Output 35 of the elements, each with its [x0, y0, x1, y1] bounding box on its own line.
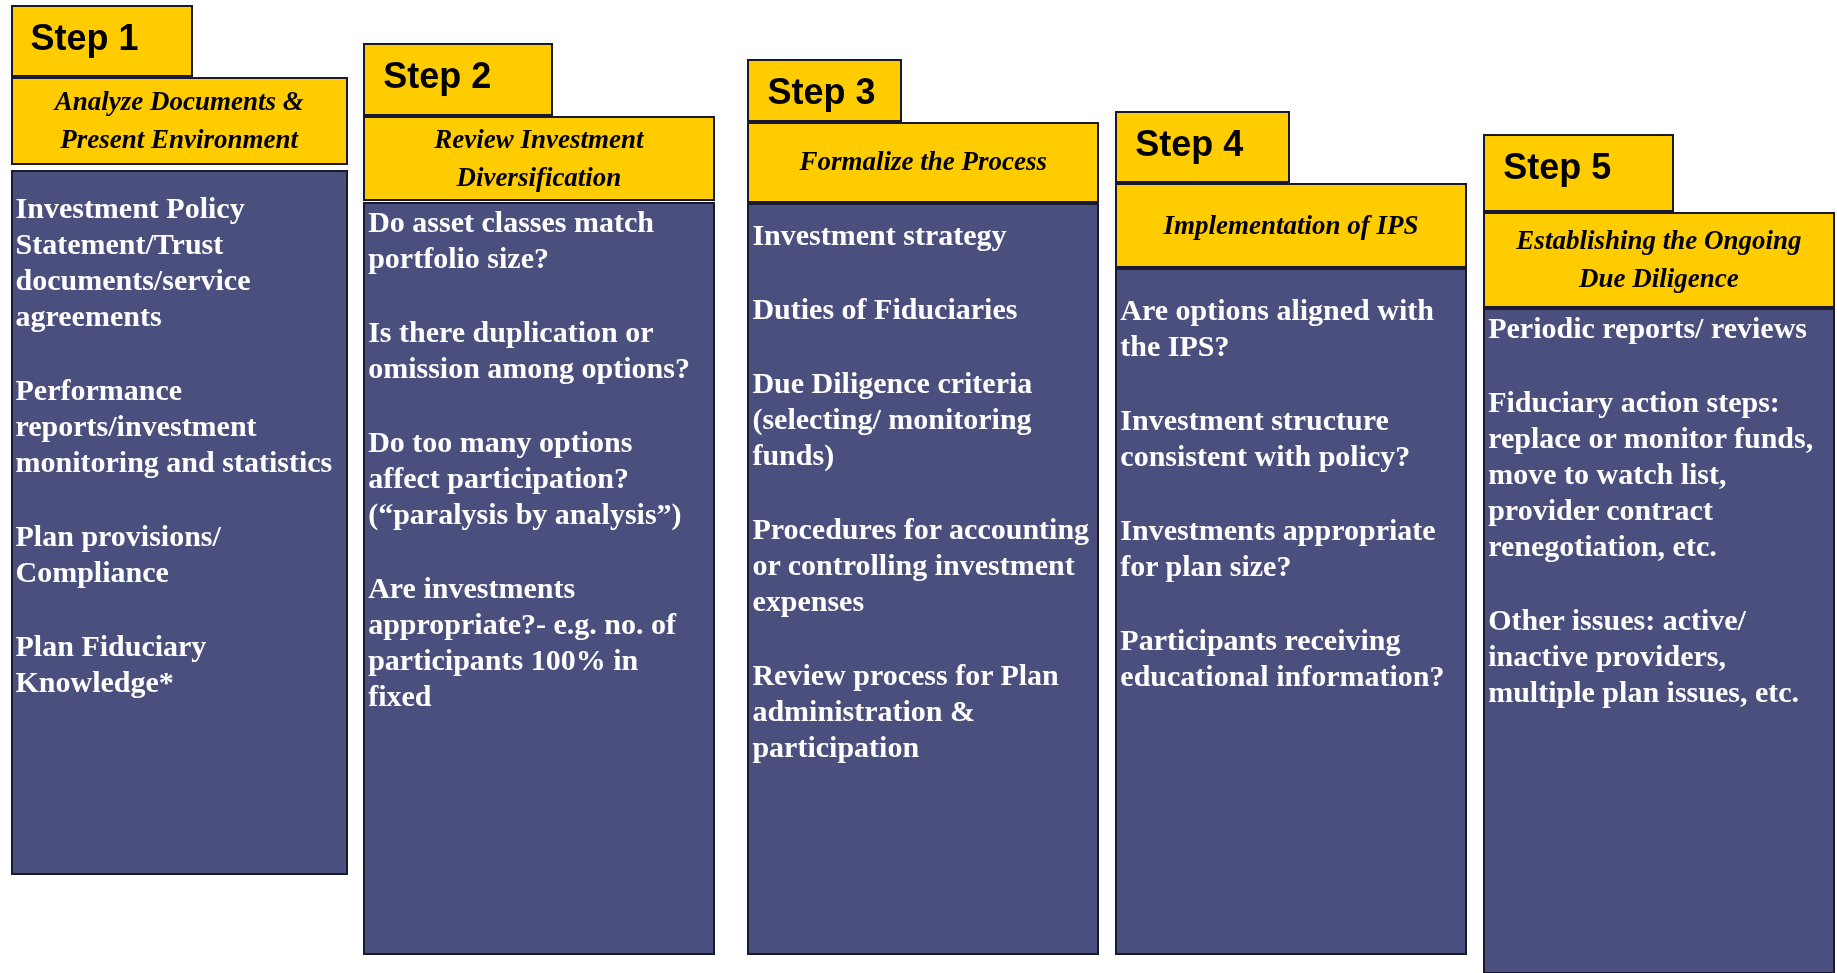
step-tab: Step 4 — [1115, 111, 1290, 183]
step-item-text: Are options aligned with the IPS? — [1120, 292, 1435, 365]
step-item-text: Other issues: active/ inactive providers, multiple plan issues, etc. — [1488, 602, 1801, 711]
step-item-text: Performance reports/investment monitoring and statistics — [15, 371, 334, 480]
step-heading-box: Analyze Documents & Present Environment — [10, 77, 348, 166]
step-content-panel — [363, 201, 715, 955]
step-item-text: Duties of Fiduciaries — [752, 290, 1019, 327]
step-item-text: Review process for Plan administration & participation — [752, 656, 1060, 765]
step-item-text: Do too many options affect participation? (“paralysis by analysis”) — [368, 423, 683, 532]
step-item-text: Due Diligence criteria (selecting/ monitoring funds) — [752, 364, 1034, 473]
step-item-text: Do asset classes match portfolio size? — [368, 203, 655, 276]
step-item-text: Investment strategy — [752, 216, 1008, 253]
step-heading-box: Establishing the Ongoing Due Diligence — [1483, 212, 1835, 309]
step-item-text: Procedures for accounting or controlling investment expenses — [752, 510, 1091, 619]
step-item-text: Investments appropriate for plan size? — [1120, 512, 1437, 585]
step-item-text: Plan Fiduciary Knowledge* — [15, 627, 208, 700]
step-item-text: Periodic reports/ reviews — [1488, 310, 1808, 347]
step-content-panel — [1483, 308, 1835, 973]
step-tab: Step 2 — [363, 43, 553, 116]
step-content-panel — [10, 169, 348, 876]
step-tab: Step 5 — [1483, 133, 1675, 213]
step-item-text: Are investments appropriate?- e.g. no. of participants 100% in fixed — [368, 569, 678, 714]
step-item-text: Investment structure consistent with policy? — [1120, 402, 1412, 475]
step-content-panel — [747, 202, 1099, 955]
step-item-text: Fiduciary action steps: replace or monitor funds, move to watch list, provider contract renegotiation, etc. — [1488, 384, 1815, 565]
step-heading-box: Review Investment Diversification — [363, 115, 715, 202]
step-heading-box: Formalize the Process — [747, 121, 1099, 203]
step-item-text: Is there duplication or omission among options? — [368, 313, 691, 386]
step-heading-box: Implementation of IPS — [1115, 182, 1467, 269]
step-content-panel — [1115, 268, 1467, 955]
step-tab: Step 3 — [747, 58, 903, 122]
step-tab: Step 1 — [10, 4, 194, 78]
step-item-text: Participants receiving educational information? — [1120, 622, 1446, 695]
step-item-text: Plan provisions/ Compliance — [15, 517, 222, 590]
step-item-text: Investment Policy Statement/Trust documents/service agreements — [15, 189, 252, 334]
